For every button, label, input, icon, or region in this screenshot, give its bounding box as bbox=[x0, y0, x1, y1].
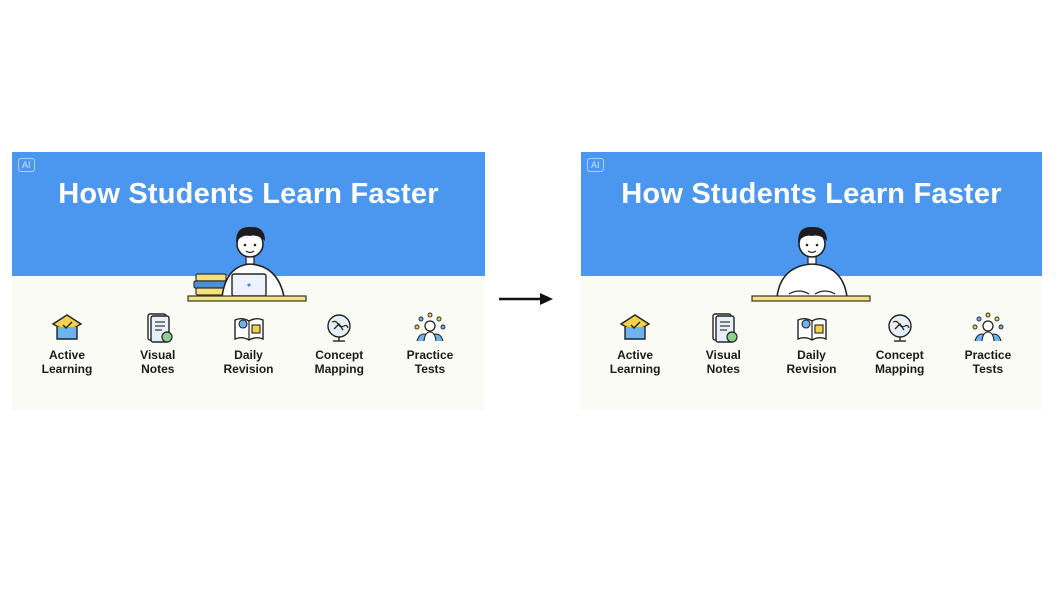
before-panel: AI How Students Learn Faster Act bbox=[12, 152, 485, 410]
feature-daily-revision: Daily Revision bbox=[204, 312, 294, 382]
feature-label: Daily Revision bbox=[786, 348, 837, 376]
ai-badge: AI bbox=[18, 158, 35, 172]
feature-concept-mapping: Concept Mapping bbox=[294, 312, 384, 382]
feature-list: Active Learning Visual Notes Daily Revis… bbox=[591, 312, 1032, 382]
group-icon bbox=[414, 312, 446, 342]
arrow-right-icon bbox=[499, 293, 553, 305]
globe-icon bbox=[888, 314, 912, 342]
feature-active-learning: Active Learning bbox=[591, 312, 679, 382]
feature-label: Practice Tests bbox=[406, 348, 454, 376]
feature-label: Concept Mapping bbox=[875, 348, 925, 376]
panel-title: How Students Learn Faster bbox=[621, 178, 1002, 210]
feature-daily-revision: Daily Revision bbox=[767, 312, 855, 382]
graduation-cap-icon bbox=[51, 314, 83, 340]
panel-title: How Students Learn Faster bbox=[58, 178, 439, 210]
feature-label: Visual Notes bbox=[705, 348, 741, 376]
feature-active-learning: Active Learning bbox=[22, 312, 112, 382]
feature-label: Concept Mapping bbox=[314, 348, 364, 376]
notebook-icon bbox=[712, 313, 738, 343]
feature-practice-tests: Practice Tests bbox=[944, 312, 1032, 382]
feature-label: Visual Notes bbox=[140, 348, 176, 376]
globe-icon bbox=[327, 314, 351, 342]
ai-badge: AI bbox=[587, 158, 604, 172]
feature-visual-notes: Visual Notes bbox=[679, 312, 767, 382]
group-icon bbox=[972, 312, 1004, 342]
book-icon bbox=[796, 318, 827, 341]
feature-label: Daily Revision bbox=[223, 348, 274, 376]
graduation-cap-icon bbox=[619, 314, 651, 340]
feature-list: Active Learning Visual Notes Daily Revis… bbox=[22, 312, 475, 382]
feature-label: Active Learning bbox=[41, 348, 93, 376]
feature-visual-notes: Visual Notes bbox=[113, 312, 203, 382]
feature-label: Active Learning bbox=[609, 348, 661, 376]
student-with-laptop-illustration bbox=[187, 226, 307, 302]
feature-label: Practice Tests bbox=[964, 348, 1012, 376]
feature-concept-mapping: Concept Mapping bbox=[856, 312, 944, 382]
student-illustration bbox=[751, 226, 871, 302]
feature-practice-tests: Practice Tests bbox=[385, 312, 475, 382]
after-panel: AI How Students Learn Faster Active Lear… bbox=[581, 152, 1042, 410]
book-icon bbox=[233, 318, 264, 341]
notebook-icon bbox=[147, 313, 173, 343]
